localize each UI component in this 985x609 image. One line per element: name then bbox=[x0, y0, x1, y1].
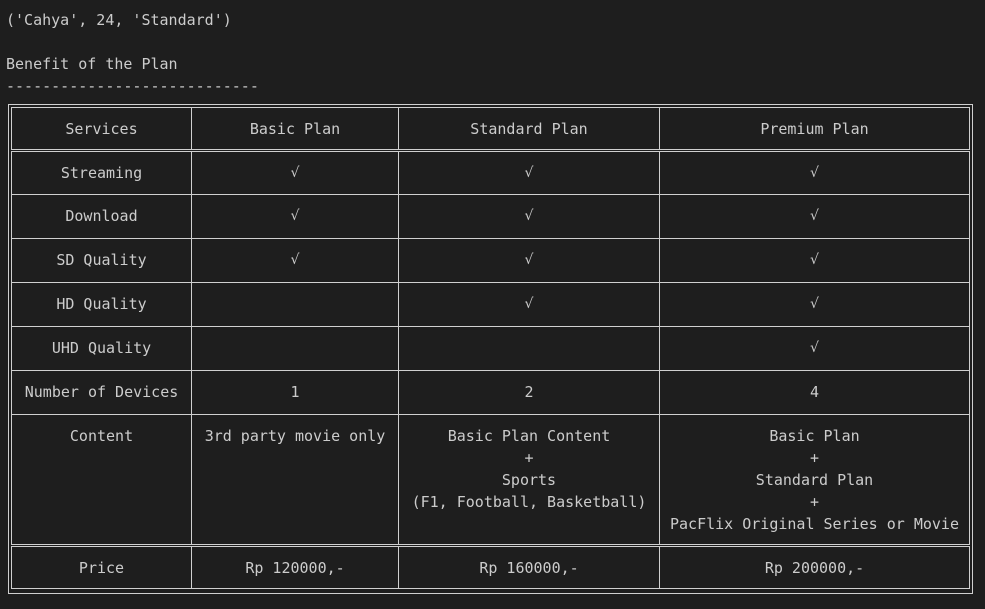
table-header-row: Services Basic Plan Standard Plan Premiu… bbox=[11, 107, 970, 151]
service-name: Number of Devices bbox=[11, 370, 192, 415]
standard-value: 2 bbox=[398, 370, 660, 415]
service-name: HD Quality bbox=[11, 282, 192, 327]
header-services: Services bbox=[11, 107, 192, 151]
plan-benefits-table: Services Basic Plan Standard Plan Premiu… bbox=[8, 104, 973, 594]
table-row: Number of Devices 1 2 4 bbox=[11, 370, 970, 415]
table-row: Download √ √ √ bbox=[11, 194, 970, 239]
standard-value: √ bbox=[398, 238, 660, 283]
service-name: Streaming bbox=[11, 150, 192, 195]
table-row: UHD Quality √ bbox=[11, 326, 970, 371]
basic-value: 3rd party movie only bbox=[191, 414, 399, 546]
premium-value: Basic Plan + Standard Plan + PacFlix Ori… bbox=[659, 414, 970, 546]
heading-underline: ---------------------------- bbox=[6, 77, 259, 95]
header-basic-plan: Basic Plan bbox=[191, 107, 399, 151]
table-row: Content 3rd party movie only Basic Plan … bbox=[11, 414, 970, 546]
premium-value: √ bbox=[659, 150, 970, 195]
premium-value: √ bbox=[659, 282, 970, 327]
basic-value bbox=[191, 326, 399, 371]
table-row: Streaming √ √ √ bbox=[11, 150, 970, 195]
basic-value bbox=[191, 282, 399, 327]
service-name: Download bbox=[11, 194, 192, 239]
basic-value: Rp 120000,- bbox=[191, 545, 399, 589]
standard-value bbox=[398, 326, 660, 371]
table-row: HD Quality √ √ bbox=[11, 282, 970, 327]
standard-value: √ bbox=[398, 194, 660, 239]
basic-value: √ bbox=[191, 194, 399, 239]
basic-value: 1 bbox=[191, 370, 399, 415]
tuple-output-line: ('Cahya', 24, 'Standard') bbox=[6, 11, 232, 29]
service-name: Content bbox=[11, 414, 192, 546]
header-premium-plan: Premium Plan bbox=[659, 107, 970, 151]
premium-value: Rp 200000,- bbox=[659, 545, 970, 589]
standard-value: Basic Plan Content + Sports (F1, Footbal… bbox=[398, 414, 660, 546]
premium-value: √ bbox=[659, 326, 970, 371]
table-row: Price Rp 120000,- Rp 160000,- Rp 200000,… bbox=[11, 545, 970, 589]
service-name: UHD Quality bbox=[11, 326, 192, 371]
basic-value: √ bbox=[191, 238, 399, 283]
header-standard-plan: Standard Plan bbox=[398, 107, 660, 151]
premium-value: 4 bbox=[659, 370, 970, 415]
premium-value: √ bbox=[659, 238, 970, 283]
service-name: SD Quality bbox=[11, 238, 192, 283]
standard-value: Rp 160000,- bbox=[398, 545, 660, 589]
basic-value: √ bbox=[191, 150, 399, 195]
standard-value: √ bbox=[398, 282, 660, 327]
table-heading: Benefit of the Plan bbox=[6, 55, 178, 73]
premium-value: √ bbox=[659, 194, 970, 239]
standard-value: √ bbox=[398, 150, 660, 195]
service-name: Price bbox=[11, 545, 192, 589]
table-row: SD Quality √ √ √ bbox=[11, 238, 970, 283]
